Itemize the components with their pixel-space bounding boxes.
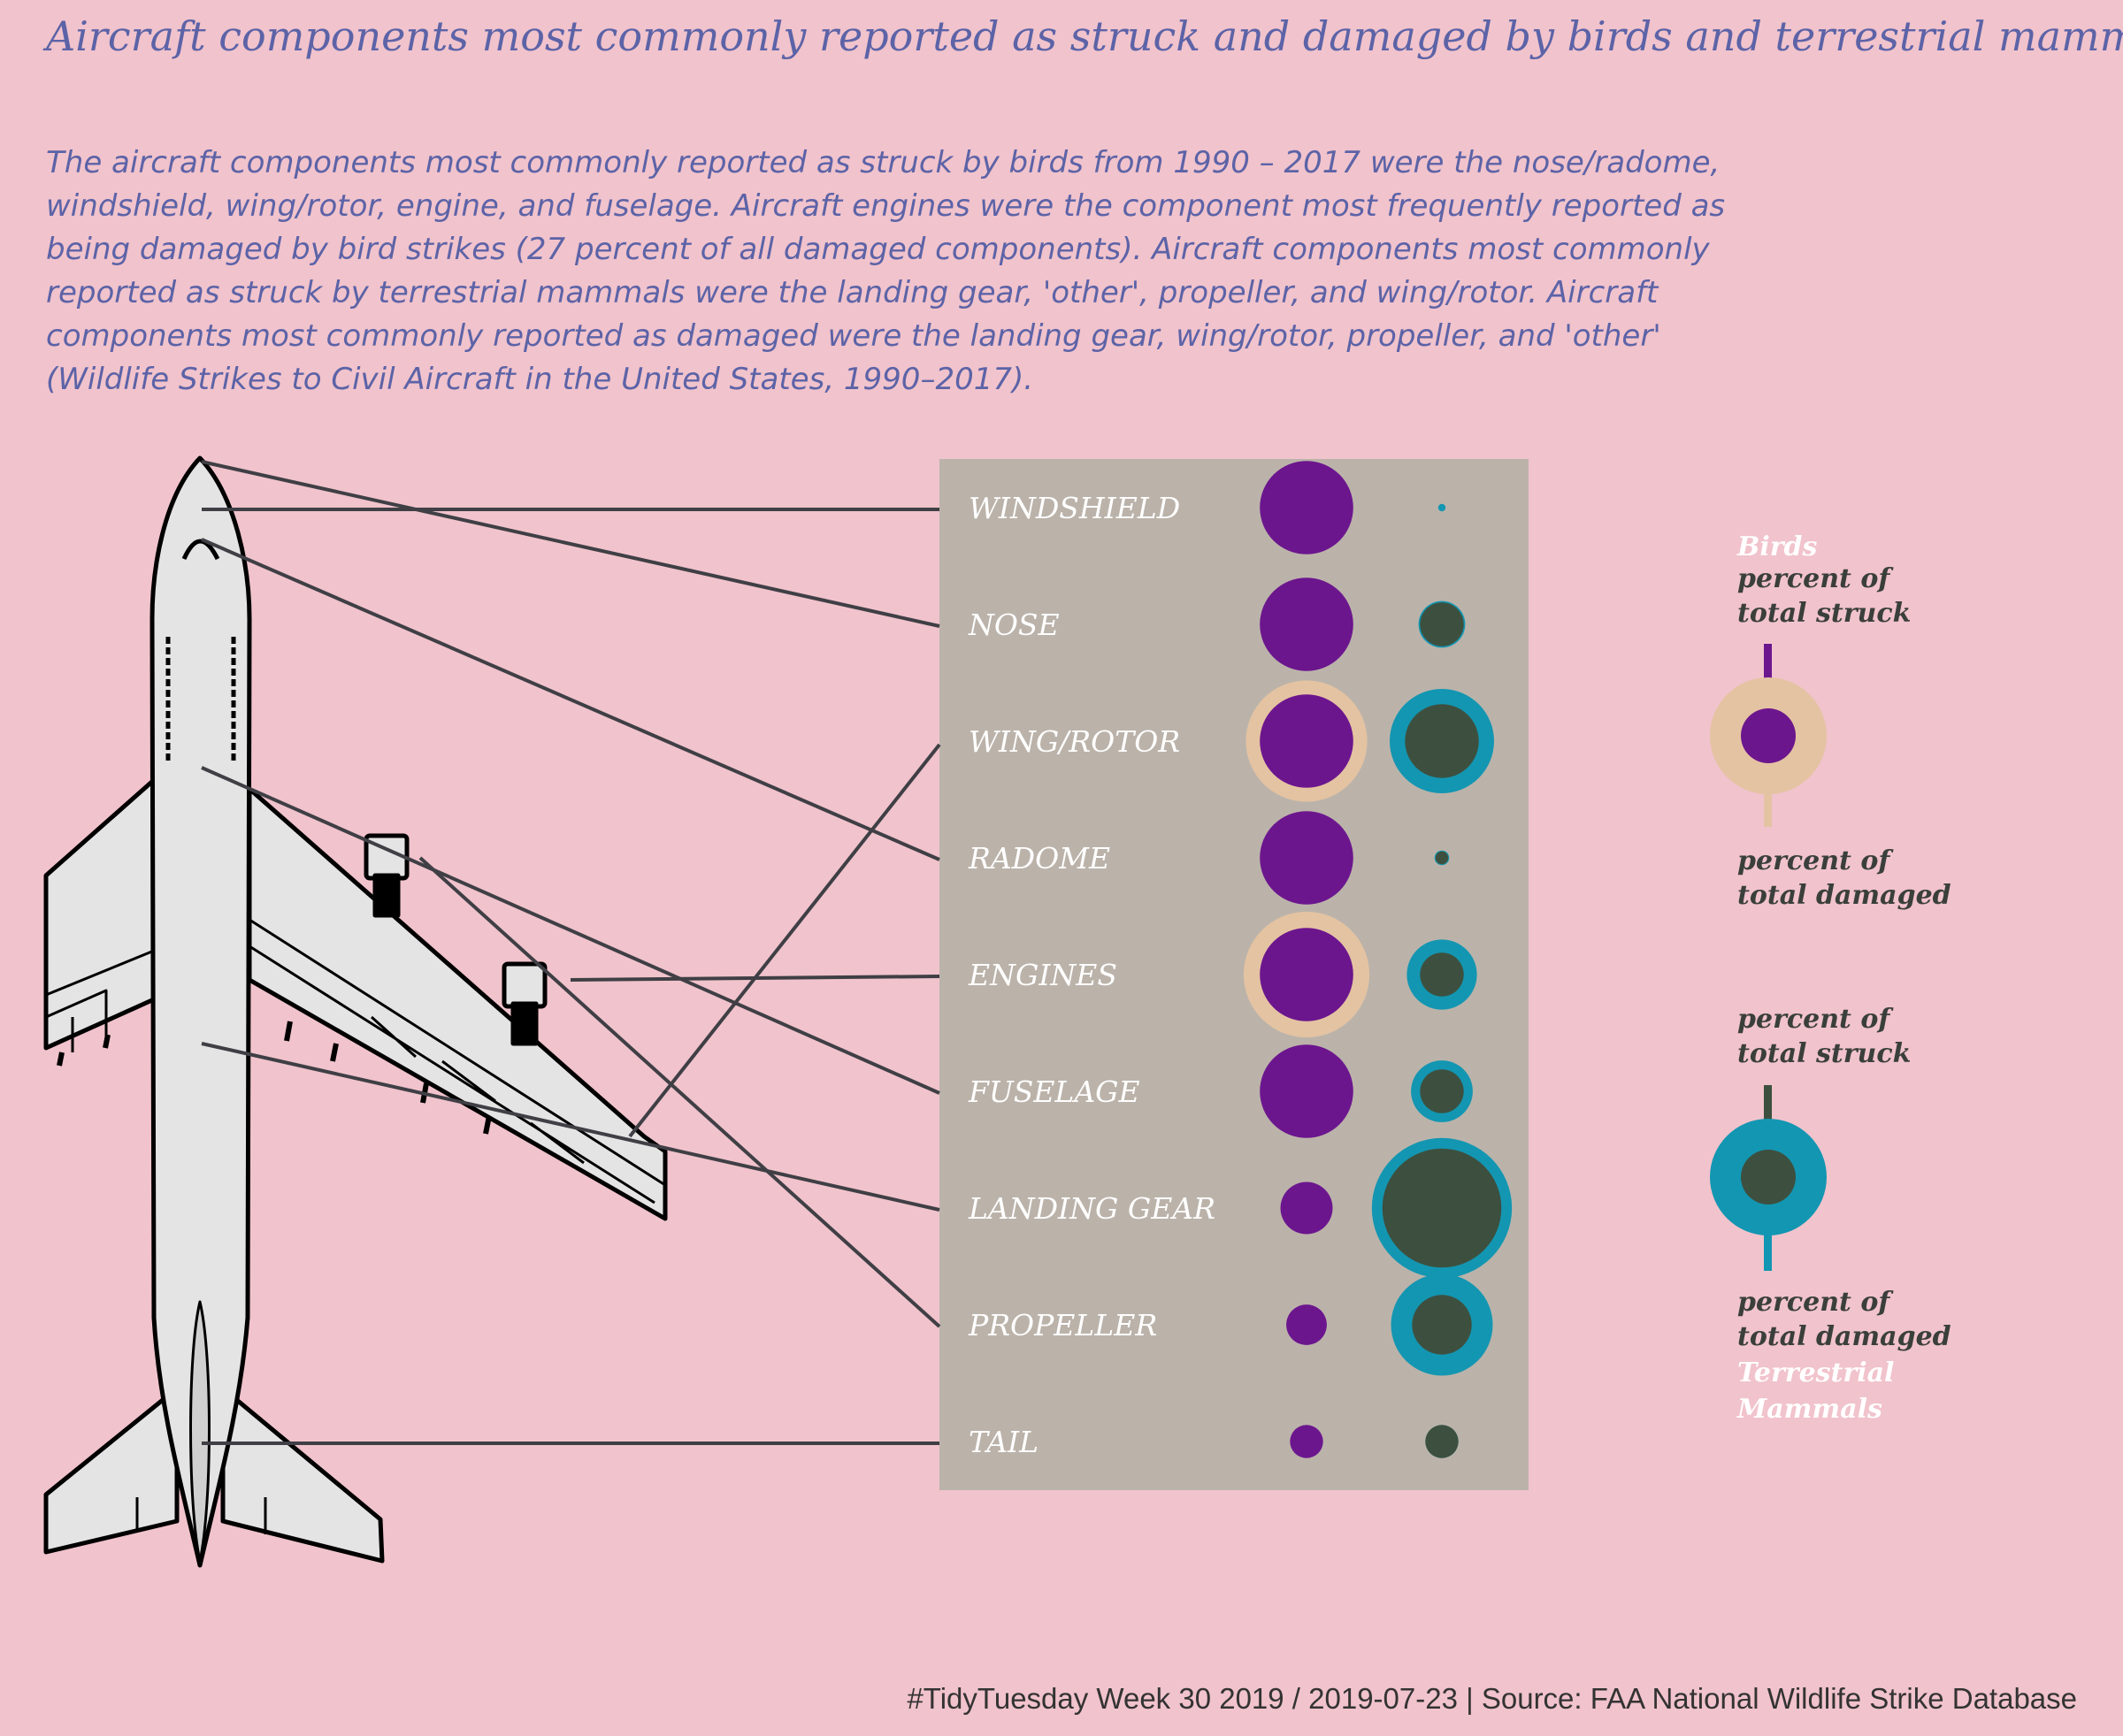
legend-birds-damaged-2: total damaged [1737, 880, 1951, 911]
bubble-birds-struck-nose [1260, 577, 1353, 671]
cockpit [181, 539, 220, 561]
legend-mammals-damaged-stem [1764, 1203, 1772, 1271]
bubble-mammals-struck-radome [1435, 851, 1449, 865]
right-wing-flaps [249, 918, 666, 1204]
bubble-mammals-struck-fuselage [1420, 1069, 1464, 1113]
bubble-mammals-struck-tail [1425, 1425, 1459, 1458]
left-wing [43, 777, 157, 1051]
bubble-birds-struck-tail [1290, 1425, 1323, 1458]
bubble-mammals-struck-engines [1420, 952, 1464, 997]
legend-mammals-label-1: Terrestrial [1737, 1357, 1894, 1388]
legend-birds-damaged-1: percent of [1737, 845, 1894, 876]
chart-subtitle: The aircraft components most commonly re… [46, 145, 1726, 397]
fuselage [149, 455, 252, 1568]
bubble-mammals-struck-nose [1420, 602, 1464, 646]
vertical-fin [189, 1300, 211, 1563]
legend: Birds percent of total struck percent of… [1710, 532, 1951, 1425]
bubble-mammals-damaged-windshield [1437, 503, 1446, 512]
leader-line-fuselage [201, 766, 940, 1095]
right-wing [247, 786, 668, 1221]
airplane-illustration [43, 455, 668, 1568]
legend-mammals-struck-2: total struck [1737, 1038, 1911, 1069]
bubble-birds-struck-propeller [1286, 1304, 1327, 1345]
legend-birds-struck-2: total struck [1737, 598, 1911, 629]
chart-title: Aircraft components most commonly report… [46, 12, 2123, 60]
legend-mammals-struck-circle [1741, 1150, 1796, 1204]
bubble-birds-struck-wing-rotor [1260, 694, 1353, 788]
row-label-wing-rotor: WING/ROTOR [969, 724, 1180, 759]
bubble-mammals-struck-wing-rotor [1405, 704, 1479, 778]
row-label-propeller: PROPELLER [968, 1308, 1157, 1342]
bubble-mammals-struck-propeller [1412, 1295, 1472, 1355]
horizontal-stabilizer [43, 1386, 180, 1555]
legend-birds-struck-1: percent of [1737, 563, 1894, 594]
row-label-engines: ENGINES [968, 958, 1117, 992]
legend-mammals-struck-1: percent of [1737, 1004, 1894, 1035]
row-label-fuselage: FUSELAGE [968, 1074, 1140, 1109]
component-rows: WINDSHIELD NOSE WING/ROTOR RADOME ENGINES FUS… [968, 461, 1513, 1459]
legend-mammals-label-2: Mammals [1736, 1394, 1882, 1425]
bubble-mammals-struck-landing-gear [1382, 1148, 1502, 1268]
bubble-birds-struck-radome [1260, 811, 1353, 905]
leader-line-nose [201, 460, 940, 628]
bubble-birds-struck-engines [1260, 928, 1353, 1021]
left-wing-flap [45, 949, 155, 1052]
leader-line-radome [201, 538, 940, 861]
bubble-birds-struck-windshield [1260, 461, 1353, 554]
row-label-nose: NOSE [968, 608, 1060, 642]
horizontal-stabilizer-right [220, 1386, 385, 1564]
legend-mammals-damaged-2: total damaged [1737, 1321, 1951, 1352]
bubble-birds-struck-landing-gear [1280, 1182, 1333, 1235]
leader-line-engines [570, 975, 940, 982]
row-label-windshield: WINDSHIELD [969, 491, 1180, 525]
engine-outer [502, 961, 548, 1046]
row-label-landing-gear: LANDING GEAR [968, 1191, 1215, 1226]
legend-birds-label: Birds [1736, 532, 1818, 562]
legend-mammals-damaged-1: percent of [1737, 1287, 1894, 1318]
stabilizer-lines [135, 1497, 267, 1534]
leader-line-wing-rotor [628, 743, 941, 1138]
chart-caption: #TidyTuesday Week 30 2019 / 2019-07-23 |… [907, 1682, 2077, 1715]
row-label-radome: RADOME [968, 841, 1110, 876]
leader-line-propeller [418, 856, 941, 1328]
leader-lines [201, 460, 941, 1445]
bubble-birds-struck-fuselage [1260, 1044, 1353, 1138]
leader-line-landing-gear [201, 1042, 940, 1212]
legend-birds-struck-circle [1741, 708, 1796, 763]
row-label-tail: TAIL [969, 1425, 1039, 1459]
